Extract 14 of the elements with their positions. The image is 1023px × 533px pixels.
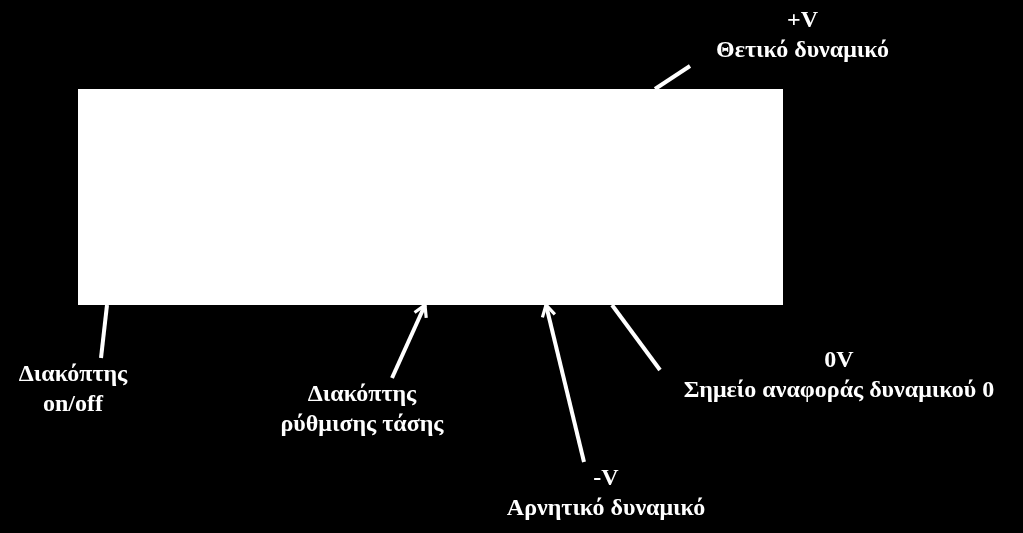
callout-label: Θετικό δυναμικό (716, 35, 889, 64)
callout-label: Σημείο αναφοράς δυναμικού 0 (683, 375, 995, 404)
leader-line (610, 303, 662, 372)
arrow (390, 303, 428, 379)
callout-label: Αρνητικό δυναμικό (506, 493, 706, 522)
callout-label: 0V (824, 345, 854, 374)
callout-label: Διακόπτης on/off (17, 359, 129, 418)
device-panel (78, 89, 783, 305)
callout-label: Διακόπτης ρύθμισης τάσης (279, 379, 445, 438)
leader-line (653, 64, 692, 91)
callout-label: +V (787, 5, 818, 34)
leader-line (99, 304, 109, 359)
arrow (540, 303, 586, 463)
callout-label: -V (593, 463, 619, 492)
